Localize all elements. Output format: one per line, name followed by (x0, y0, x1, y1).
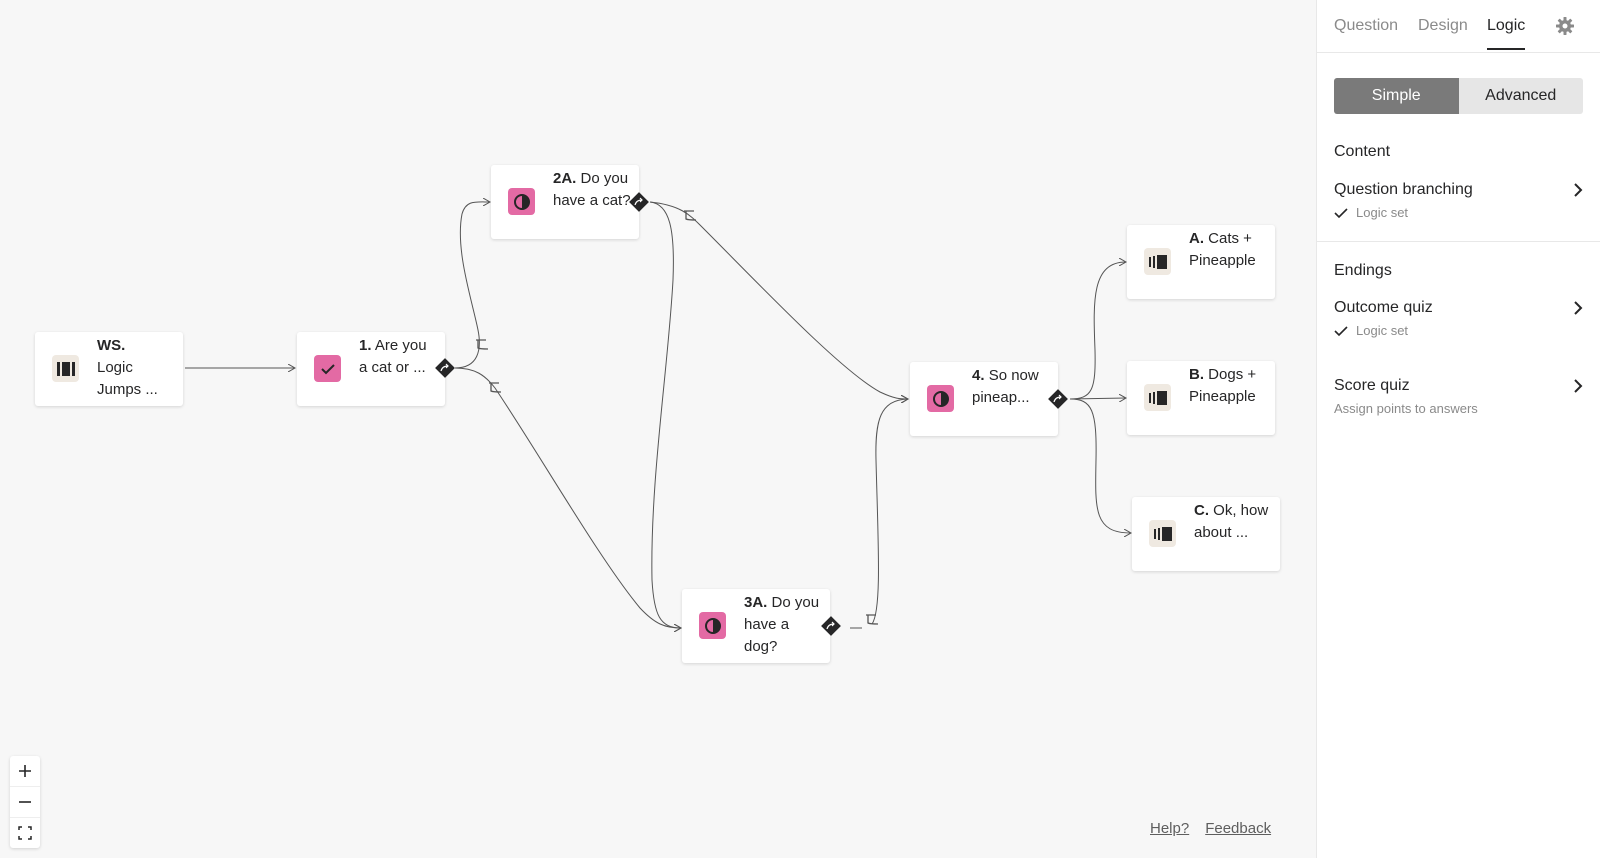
feedback-link[interactable]: Feedback (1205, 820, 1272, 837)
branch-diamond-icon[interactable] (820, 615, 842, 637)
chevron-right-icon (1574, 379, 1583, 393)
node-ending-c[interactable]: C. Ok, how about ... (1132, 497, 1280, 571)
branch-glyph (489, 382, 502, 393)
statement-icon (52, 355, 79, 382)
edge-1-to-2a (454, 202, 490, 369)
node-label: WS.Logic Jumps ... (97, 337, 158, 398)
tab-design[interactable]: Design (1418, 17, 1468, 34)
node-label: C. Ok, how about ... (1194, 502, 1269, 541)
zoom-in-button[interactable] (10, 756, 40, 786)
edge-2a-to-4 (649, 201, 908, 399)
checkbox-icon (314, 355, 341, 382)
logic-side-panel: Question Design Logic Simple Advanced Co… (1316, 0, 1600, 858)
branch-glyph (866, 614, 879, 625)
ending-icon (1149, 520, 1176, 547)
zoom-out-button[interactable] (10, 786, 40, 817)
branch-glyph (684, 210, 697, 221)
node-label: B. Dogs + Pineapple (1189, 366, 1257, 405)
node-label: 3A. Do you have a dog? (744, 594, 820, 655)
logic-map-canvas[interactable]: WS.Logic Jumps ... 1. Are you a cat or .… (0, 0, 1316, 858)
node-label: 1. Are you a cat or ... (359, 337, 427, 376)
branch-diamond-icon[interactable] (434, 357, 456, 379)
node-label: 4. So now pineap... (972, 367, 1039, 406)
advanced-mode-button[interactable]: Advanced (1458, 78, 1583, 114)
outcome-quiz-status: Logic set (1334, 323, 1583, 338)
check-icon (1334, 325, 1348, 336)
edge-4-to-b (1069, 398, 1126, 399)
divider (1317, 241, 1600, 242)
node-ending-a[interactable]: A. Cats + Pineapple (1127, 225, 1275, 299)
score-quiz-label: Score quiz (1334, 377, 1410, 394)
chevron-right-icon (1574, 183, 1583, 197)
ending-icon (1144, 384, 1171, 411)
content-section-title: Content (1334, 143, 1391, 160)
node-question-2a[interactable]: 2A. Do you have a cat? (491, 165, 639, 239)
panel-tabs: Question Design Logic (1317, 0, 1600, 53)
outcome-quiz-row[interactable]: Outcome quiz Logic set (1334, 299, 1583, 338)
edge-1-to-3a (454, 367, 681, 628)
minus-icon (19, 801, 31, 803)
edge-3a-to-4 (850, 399, 908, 629)
node-label: 2A. Do you have a cat? (553, 170, 631, 209)
yes-no-icon (699, 612, 726, 639)
question-branching-row[interactable]: Question branching Logic set (1334, 181, 1583, 220)
score-quiz-description: Assign points to answers (1334, 401, 1478, 416)
chevron-right-icon (1574, 301, 1583, 315)
tab-logic[interactable]: Logic (1487, 17, 1526, 50)
node-question-4[interactable]: 4. So now pineap... (910, 362, 1058, 436)
branch-diamond-icon[interactable] (1047, 388, 1069, 410)
edge-2a-to-3a (649, 201, 681, 628)
fit-screen-icon (18, 826, 32, 840)
node-question-3a[interactable]: 3A. Do you have a dog? (682, 589, 830, 663)
branch-diamond-icon[interactable] (628, 191, 650, 213)
ending-icon (1144, 248, 1171, 275)
endings-section-title: Endings (1334, 262, 1392, 279)
check-icon (1334, 207, 1348, 218)
score-quiz-row[interactable]: Score quiz Assign points to answers (1334, 377, 1583, 416)
simple-mode-button[interactable]: Simple (1334, 78, 1459, 114)
node-question-1[interactable]: 1. Are you a cat or ... (297, 332, 445, 406)
logic-edges (185, 0, 1316, 858)
branch-glyph (476, 339, 489, 350)
footer-links: Help? Feedback (1150, 820, 1287, 837)
fit-screen-button[interactable] (10, 817, 40, 848)
question-branching-label: Question branching (1334, 181, 1473, 198)
logic-mode-toggle: Simple Advanced (1334, 78, 1583, 114)
node-welcome-screen[interactable]: WS.Logic Jumps ... (35, 332, 183, 406)
outcome-quiz-label: Outcome quiz (1334, 299, 1433, 316)
gear-icon[interactable] (1555, 16, 1575, 36)
help-link[interactable]: Help? (1150, 820, 1190, 837)
node-ending-b[interactable]: B. Dogs + Pineapple (1127, 361, 1275, 435)
yes-no-icon (508, 188, 535, 215)
tab-question[interactable]: Question (1334, 17, 1399, 34)
plus-icon (19, 765, 31, 777)
edge-4-to-c (1069, 398, 1131, 533)
question-branching-status: Logic set (1334, 205, 1583, 220)
zoom-controls (10, 756, 40, 848)
edge-4-to-a (1069, 262, 1126, 400)
yes-no-icon (927, 385, 954, 412)
node-label: A. Cats + Pineapple (1189, 230, 1256, 269)
